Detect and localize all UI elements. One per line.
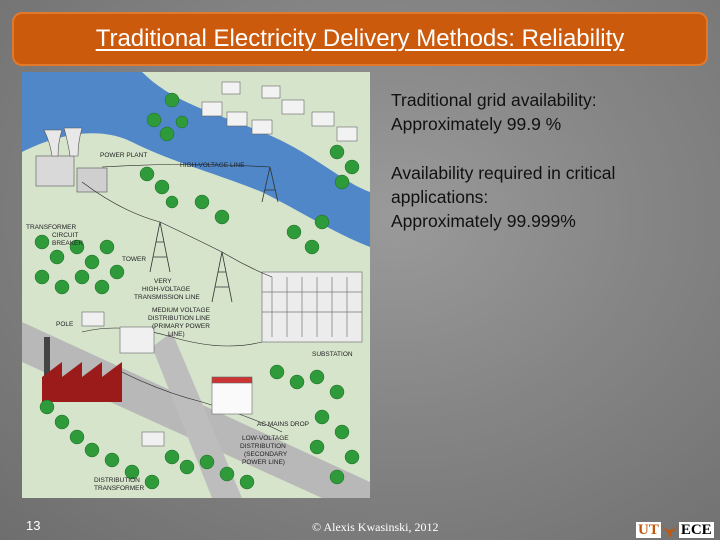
transmission-towers xyxy=(149,166,279,303)
label-tower: TOWER xyxy=(122,256,146,263)
label-mv-2: DISTRIBUTION LINE xyxy=(148,315,211,322)
label-breaker: BREAKER xyxy=(52,240,83,247)
road-branch xyxy=(152,332,242,498)
label-substation: SUBSTATION xyxy=(312,351,353,358)
label-dt-2: TRANSFORMER xyxy=(94,485,145,492)
bullet-line: Availability required in critical xyxy=(391,163,616,183)
houses-top xyxy=(201,81,358,142)
label-hv-line: HIGH-VOLTAGE LINE xyxy=(180,162,245,169)
substation xyxy=(261,271,363,343)
logo-ut-text: UT xyxy=(636,522,661,538)
label-power-plant: POWER PLANT xyxy=(100,152,147,159)
label-transformer: TRANSFORMER xyxy=(26,224,77,231)
power-plant xyxy=(35,127,108,193)
factory xyxy=(42,337,122,402)
power-lines xyxy=(81,164,283,433)
label-lv-3: (SECONDARY xyxy=(244,451,288,458)
ut-ece-logo: UT ECE xyxy=(636,521,718,539)
label-lv-1: LOW-VOLTAGE xyxy=(242,435,289,442)
label-mv-3: (PRIMARY POWER xyxy=(152,323,210,330)
footer-copyright: © Alexis Kwasinski, 2012 xyxy=(312,520,439,534)
label-lv-2: DISTRIBUTION xyxy=(240,443,286,450)
label-lv-4: POWER LINE) xyxy=(242,459,285,466)
label-dt-1: DISTRIBUTION xyxy=(94,477,140,484)
bullet-line: Approximately 99.9 % xyxy=(391,114,562,134)
label-transmission-line: TRANSMISSION LINE xyxy=(134,294,200,301)
bullet-line: Traditional grid availability: xyxy=(391,90,597,110)
power-grid-svg: POWER PLANT HIGH-VOLTAGE LINE TRANSFORME… xyxy=(22,72,370,498)
label-mv-1: MEDIUM VOLTAGE xyxy=(152,307,211,314)
logo-ece-text: ECE xyxy=(678,522,714,538)
label-circuit: CIRCUIT xyxy=(52,232,78,239)
bullet-line: Approximately 99.999% xyxy=(391,211,576,231)
bullet-list: Traditional grid availability: Approxima… xyxy=(391,88,701,258)
bullet-traditional-availability: Traditional grid availability: Approxima… xyxy=(391,88,701,136)
label-high-voltage: HIGH-VOLTAGE xyxy=(142,286,191,293)
longhorn-icon xyxy=(661,526,678,537)
river xyxy=(22,72,370,247)
buildings xyxy=(81,311,253,447)
trees xyxy=(34,92,360,490)
label-mv-4: LINE) xyxy=(168,331,185,338)
slide-title: Traditional Electricity Delivery Methods… xyxy=(95,25,625,52)
bullet-critical-availability: Availability required in critical applic… xyxy=(391,161,701,233)
bullet-line: applications: xyxy=(391,187,489,207)
label-very: VERY xyxy=(154,278,172,285)
label-pole: POLE xyxy=(56,321,74,328)
label-ac-mains: AC MAINS DROP xyxy=(257,421,309,428)
page-number: 13 xyxy=(26,518,41,533)
slide-title-bar: Traditional Electricity Delivery Methods… xyxy=(12,12,708,66)
power-grid-illustration: POWER PLANT HIGH-VOLTAGE LINE TRANSFORME… xyxy=(22,72,370,498)
